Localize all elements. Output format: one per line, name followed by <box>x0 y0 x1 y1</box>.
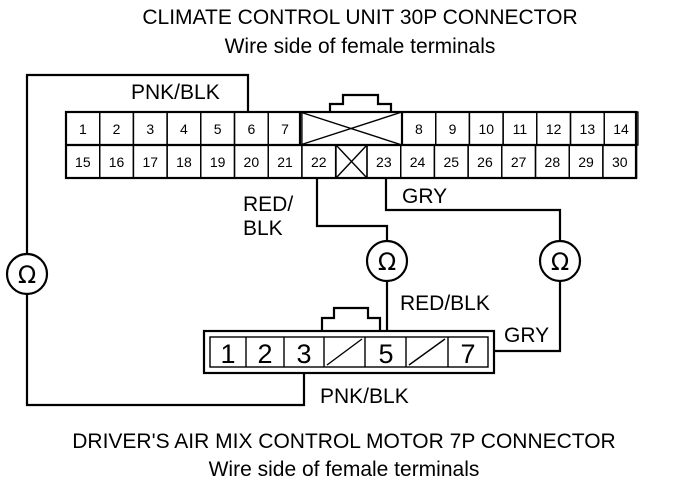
terminal-number: 11 <box>513 121 528 137</box>
motor-pin-label: 1 <box>220 339 235 369</box>
ohm-symbol: Ω <box>378 248 396 276</box>
ohm-symbol: Ω <box>551 248 569 276</box>
terminal-number: 1 <box>79 121 87 137</box>
wire-label-gry: GRY <box>402 185 447 208</box>
ohmmeter-left: Ω <box>5 252 49 296</box>
terminal-number: 18 <box>176 154 192 170</box>
ohmmeter-right: Ω <box>538 239 582 283</box>
pnk-blk-wire-lower <box>25 295 306 407</box>
pnk-blk-wire <box>25 73 250 253</box>
wire-label-gry: GRY <box>504 324 549 347</box>
terminal-number: 26 <box>477 154 493 170</box>
ohm-symbol: Ω <box>18 261 36 289</box>
terminal-number: 28 <box>545 154 561 170</box>
bottom-connector-title: DRIVER'S AIR MIX CONTROL MOTOR 7P CONNEC… <box>72 430 615 453</box>
empty-cavity <box>408 338 446 366</box>
terminal-number: 14 <box>613 121 629 137</box>
terminal-number: 3 <box>146 121 154 137</box>
motor-pin-label: 7 <box>460 339 475 369</box>
motor-pin-label: 3 <box>296 339 311 369</box>
terminal-number: 20 <box>244 154 260 170</box>
terminal-number: 7 <box>281 121 289 137</box>
terminal-number: 12 <box>546 121 562 137</box>
terminal-number: 9 <box>449 121 457 137</box>
terminal-number: 30 <box>612 154 628 170</box>
terminal-number: 23 <box>376 154 392 170</box>
air-mix-motor-connector: 1 2 3 5 7 <box>202 306 496 375</box>
wire-label-red-blk: RED/ <box>243 193 293 216</box>
top-connector-title: CLIMATE CONTROL UNIT 30P CONNECTOR <box>142 6 577 29</box>
terminal-number: 8 <box>415 121 423 137</box>
terminal-number: 6 <box>247 121 255 137</box>
terminal-number: 21 <box>277 154 293 170</box>
ohmmeter-middle: Ω <box>365 239 409 283</box>
terminal-number: 2 <box>113 121 121 137</box>
top-connector-subtitle: Wire side of female terminals <box>225 35 496 58</box>
terminal-number: 27 <box>511 154 527 170</box>
terminal-cavity <box>301 144 337 179</box>
connector-latch <box>320 306 382 331</box>
terminal-number: 13 <box>580 121 596 137</box>
empty-cavity <box>326 338 363 366</box>
terminal-number: 24 <box>410 154 426 170</box>
gry-wire-lower <box>494 282 562 353</box>
terminal-number: 4 <box>180 121 188 137</box>
motor-pin-label: 5 <box>378 339 393 369</box>
red-blk-wire-upper <box>315 178 389 240</box>
wire-label-pnk-blk: PNK/BLK <box>131 81 220 104</box>
terminal-number: 17 <box>142 154 158 170</box>
terminal-number: 16 <box>109 154 125 170</box>
wire-label-red-blk: RED/BLK <box>400 292 490 315</box>
terminal-number: 22 <box>311 154 327 170</box>
motor-pin-label: 2 <box>257 339 272 369</box>
wire-label-red-blk: BLK <box>243 217 283 240</box>
terminal-number: 15 <box>75 154 91 170</box>
terminal-number: 19 <box>210 154 226 170</box>
wire-label-pnk-blk: PNK/BLK <box>320 385 409 408</box>
gry-wire-upper <box>384 178 562 240</box>
terminal-number: 10 <box>478 121 494 137</box>
terminal-number: 5 <box>214 121 222 137</box>
bottom-connector-subtitle: Wire side of female terminals <box>209 458 480 481</box>
terminal-number: 29 <box>578 154 594 170</box>
terminal-number: 25 <box>443 154 459 170</box>
connector-latch <box>328 93 393 112</box>
terminal-cavity <box>602 144 638 179</box>
connector-body <box>202 329 496 375</box>
